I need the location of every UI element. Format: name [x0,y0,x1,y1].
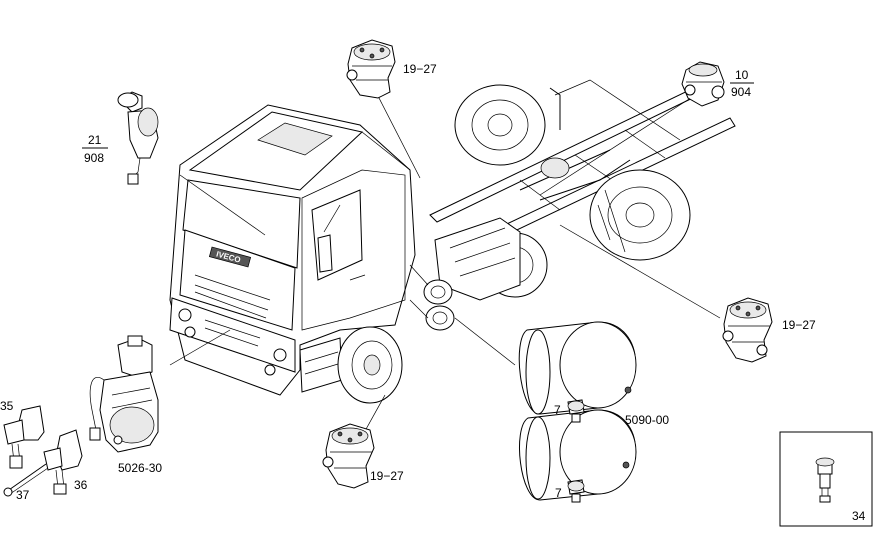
fraction-21-908: 21 908 [82,133,108,165]
label-drain-plug-upper: 7 [554,403,561,417]
label-valve-top: 19−27 [403,62,437,76]
brake-chambers [409,264,455,331]
ref-top-numerator: 10 [735,68,749,82]
label-drain-plug-lower: 7 [555,486,562,500]
valve-10-904 [681,61,725,107]
label-inset-34: 34 [852,509,866,523]
relay-valve-top [346,39,396,99]
air-tank-upper [518,321,637,415]
drain-plug-upper [567,399,585,423]
sensor-36 [43,429,83,495]
rear-axle [519,149,631,201]
relay-valve-bottom [322,423,375,489]
inset-box-34: 34 [779,431,873,527]
label-air-tank: 5090-00 [625,413,669,427]
rear-wheel-right [589,169,691,261]
label-bolt-37: 37 [16,488,30,502]
valve-21-908 [117,91,159,185]
front-wheel [337,326,403,404]
drain-plug-lower [567,479,585,503]
leader-lines [169,91,721,441]
label-air-dryer: 5026-30 [118,461,162,475]
label-sensor-35: 35 [0,399,14,413]
truck-illustration: IVECO [169,79,736,404]
ref-left-denominator: 908 [84,151,104,165]
ref-top-denominator: 904 [731,85,751,99]
cab-body: IVECO [169,104,416,396]
label-valve-bottom: 19−27 [370,469,404,483]
air-tank-lower [518,409,637,501]
sensor-35 [3,405,45,469]
fraction-10-904: 10 904 [730,68,754,99]
air-dryer [89,335,159,453]
rear-wheel-left [454,84,546,166]
relay-valve-right [722,297,773,363]
label-valve-right: 19−27 [782,318,816,332]
ref-left-numerator: 21 [88,133,102,147]
pressure-sensor-34 [815,457,835,503]
label-sensor-36: 36 [74,478,88,492]
bolt-37 [3,463,49,497]
